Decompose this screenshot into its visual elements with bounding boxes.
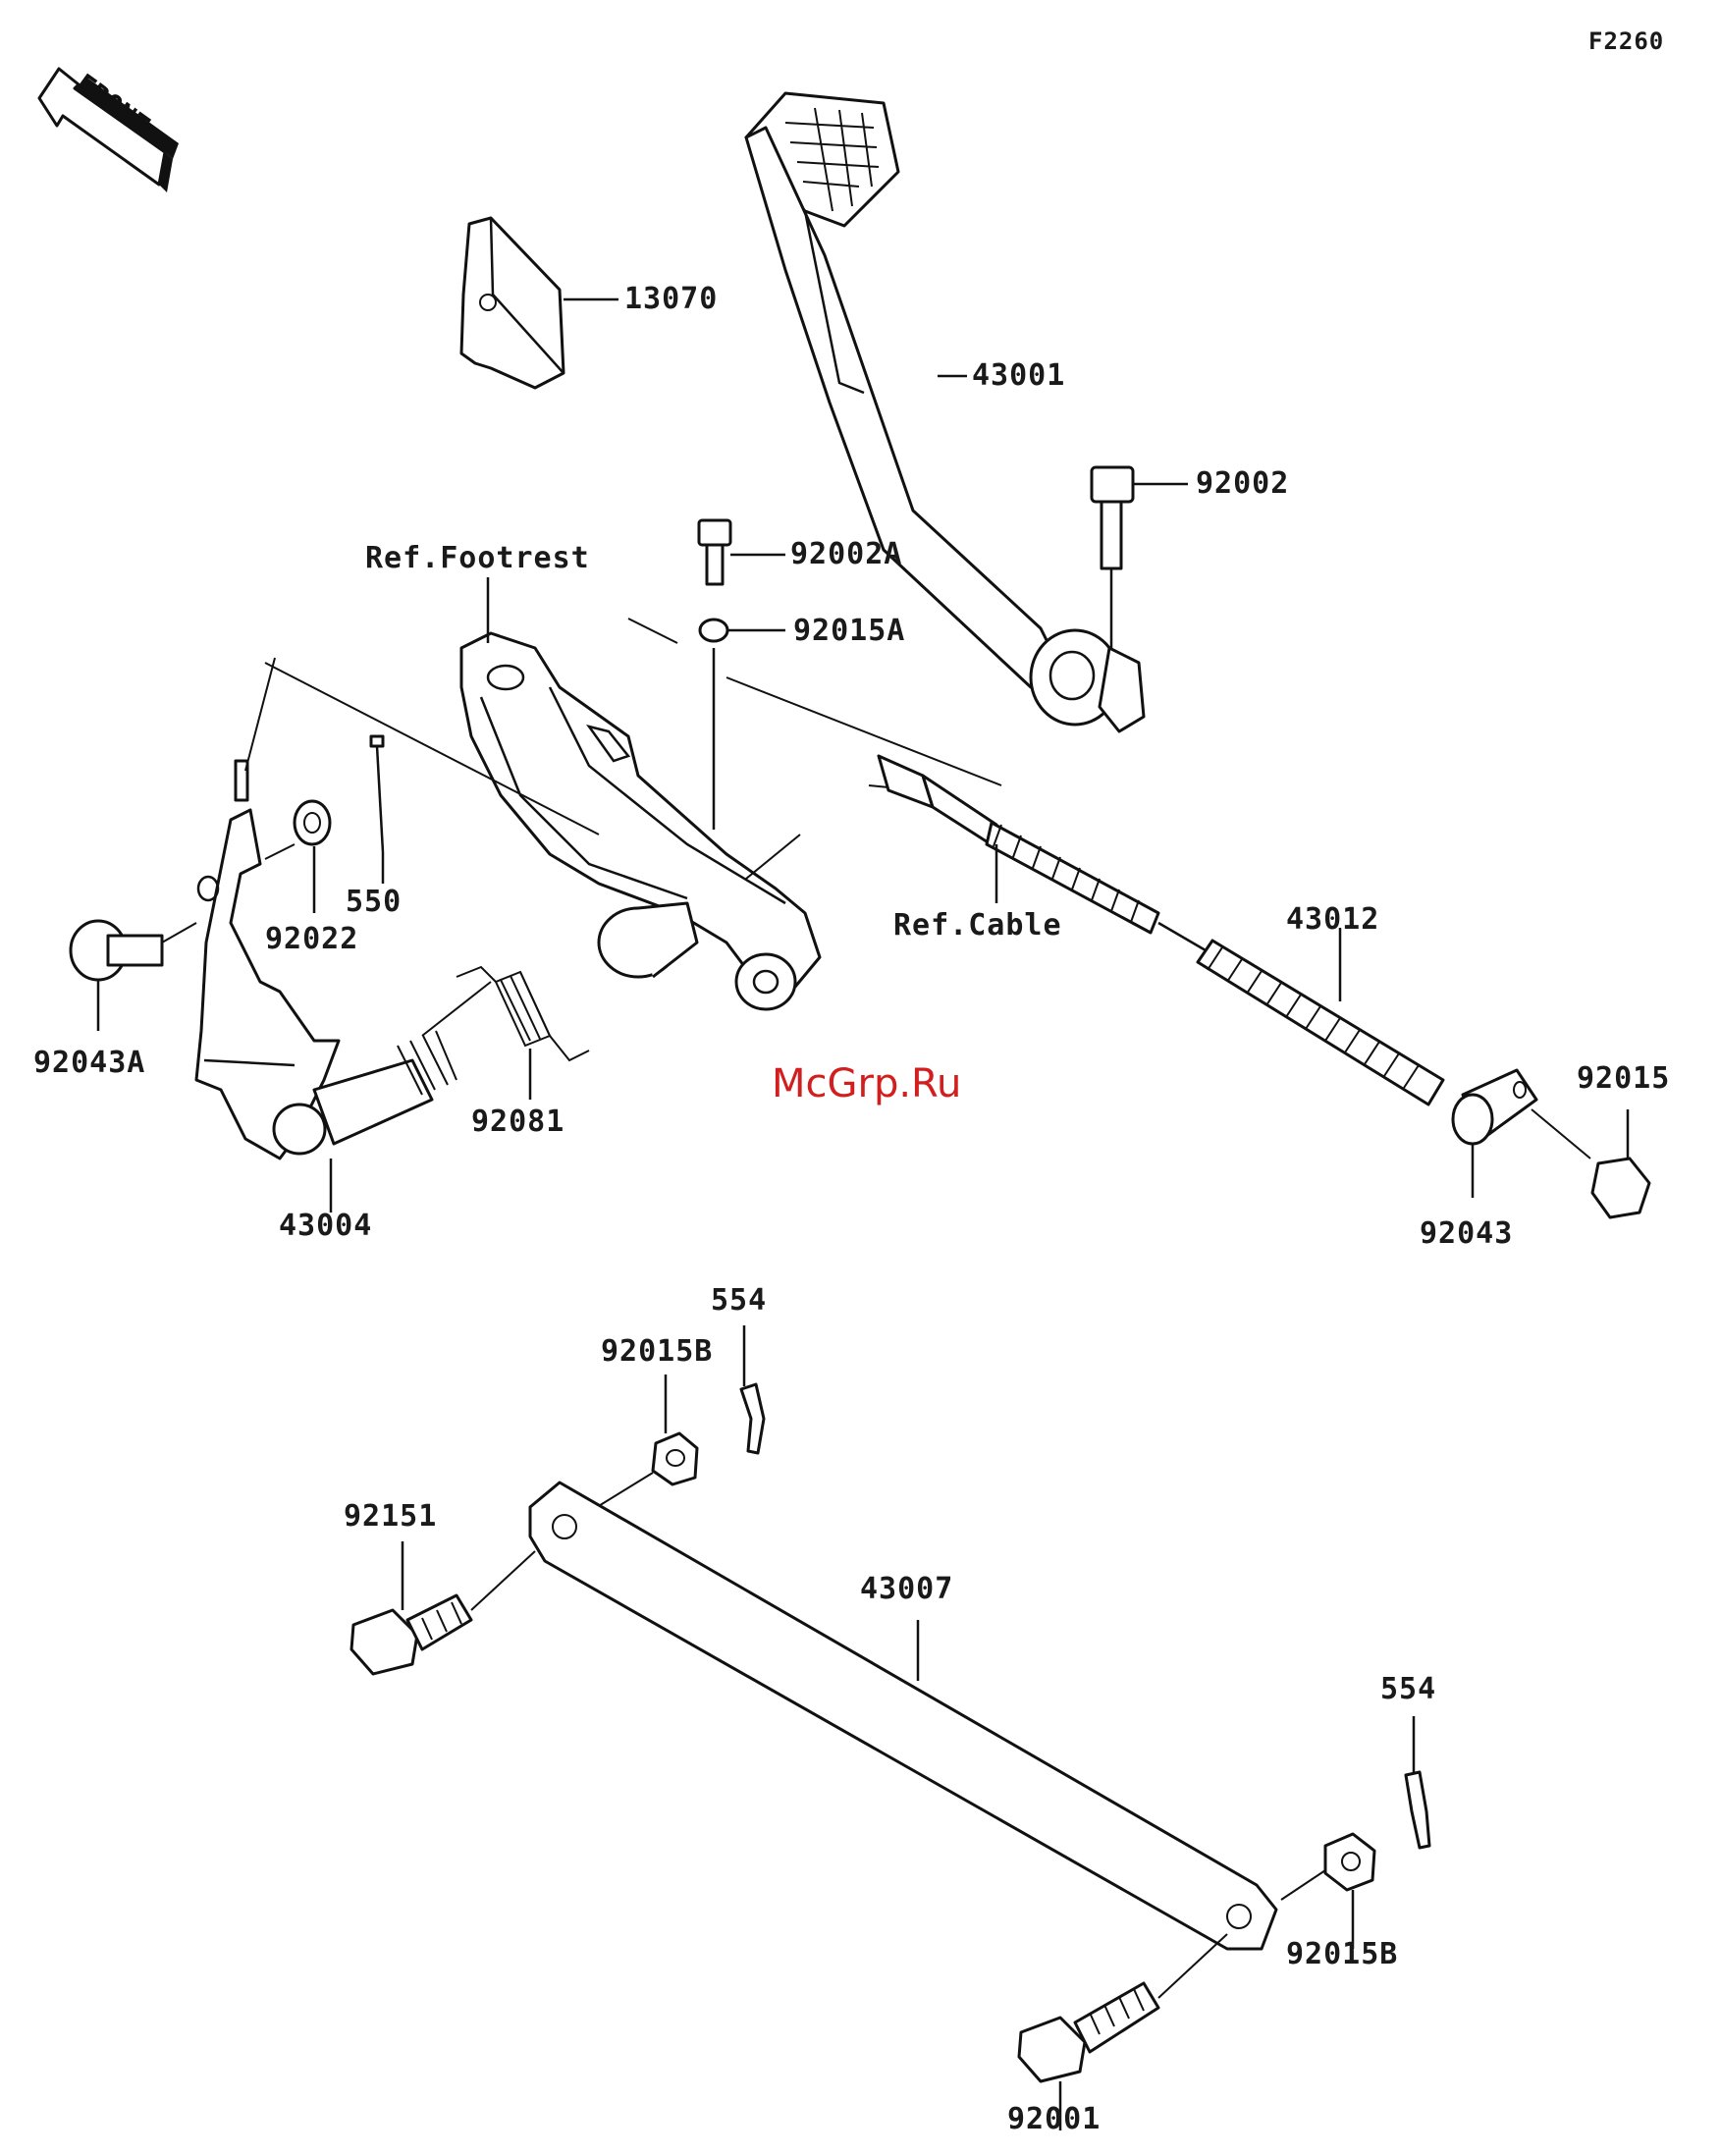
label-92043: 92043	[1420, 1219, 1513, 1249]
figure-code: F2260	[1588, 29, 1664, 53]
rod-43007	[530, 1482, 1276, 1949]
label-92081: 92081	[471, 1107, 564, 1137]
cotter-pin-554-right	[1406, 1716, 1429, 1848]
bolt-92002a	[699, 520, 785, 584]
label-43007: 43007	[860, 1575, 953, 1604]
bolt-92002	[1092, 467, 1188, 648]
pin-92043	[1453, 1070, 1536, 1198]
label-92015: 92015	[1577, 1064, 1670, 1094]
label-92151: 92151	[344, 1502, 437, 1532]
label-ref-cable: Ref.Cable	[893, 911, 1062, 941]
label-92043a: 92043A	[33, 1049, 145, 1078]
pin-92043a	[71, 921, 196, 1031]
cotter-pin-554-top	[741, 1325, 764, 1453]
label-ref-footrest: Ref.Footrest	[365, 544, 590, 573]
nut-92015a	[700, 620, 785, 830]
watermark: McGrp.Ru	[772, 1064, 961, 1104]
label-13070: 13070	[624, 285, 718, 314]
label-92015b-bottom: 92015B	[1286, 1940, 1398, 1969]
nut-92015b-bottom	[1281, 1834, 1374, 1949]
label-554-right: 554	[1380, 1675, 1436, 1704]
label-550: 550	[346, 888, 402, 917]
bolt-92151	[351, 1541, 535, 1674]
washer-92022	[295, 801, 330, 913]
label-92022: 92022	[265, 925, 358, 954]
label-43001: 43001	[972, 361, 1065, 391]
bracket-13070	[461, 218, 618, 388]
label-92001: 92001	[1007, 2105, 1101, 2134]
label-92002: 92002	[1196, 469, 1289, 499]
bolt-92001	[1019, 1934, 1227, 2130]
nut-92015b-top	[589, 1374, 697, 1512]
label-92002a: 92002A	[790, 540, 902, 569]
label-554-top: 554	[711, 1286, 767, 1316]
label-92015b-top: 92015B	[601, 1337, 713, 1367]
label-43004: 43004	[279, 1212, 372, 1241]
nut-92015	[1532, 1109, 1649, 1217]
spring-92081	[457, 967, 589, 1100]
label-43012: 43012	[1286, 905, 1379, 935]
label-92015a: 92015A	[793, 617, 905, 646]
cotter-pin-550	[371, 736, 383, 884]
